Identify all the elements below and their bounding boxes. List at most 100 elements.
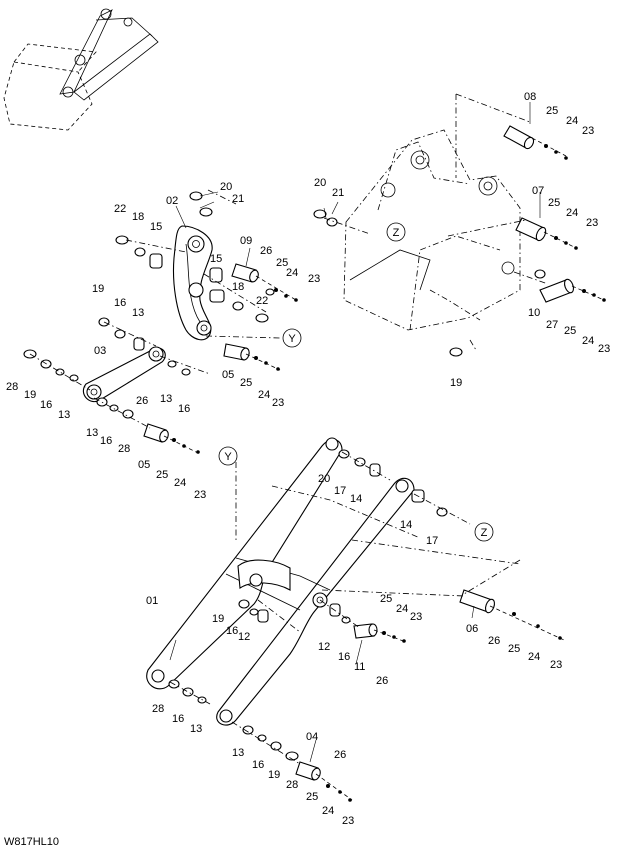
callout-16: 16: [226, 625, 238, 637]
callout-24: 24: [258, 389, 270, 401]
callout-10: 10: [528, 307, 540, 319]
callout-24: 24: [566, 207, 578, 219]
callout-11: 11: [354, 661, 365, 673]
callout-19: 19: [92, 283, 104, 295]
pin-08: [503, 125, 535, 150]
callout-15: 15: [150, 221, 162, 233]
callout-25: 25: [276, 257, 288, 269]
callout-25: 25: [156, 469, 168, 481]
pin-09: [231, 263, 259, 283]
pin-07: [515, 217, 547, 242]
callout-23: 23: [342, 815, 354, 827]
callout-25: 25: [548, 197, 560, 209]
callout-18: 18: [132, 211, 144, 223]
callout-05: 05: [222, 369, 234, 381]
callout-26: 26: [334, 749, 346, 761]
callout-24: 24: [528, 651, 540, 663]
callout-01: 01: [146, 595, 158, 607]
callout-19: 19: [450, 377, 462, 389]
callout-23: 23: [410, 611, 422, 623]
pin-11: [353, 623, 378, 639]
callout-28: 28: [118, 443, 130, 455]
callout-23: 23: [308, 273, 320, 285]
callout-17: 17: [426, 535, 438, 547]
callout-08: 08: [524, 91, 536, 103]
leader-lines: [169, 102, 541, 763]
callout-12: 12: [238, 631, 250, 643]
svg-text:Y: Y: [288, 333, 296, 345]
callout-06: 06: [466, 623, 478, 635]
callout-17: 17: [334, 485, 346, 497]
callout-25: 25: [546, 105, 558, 117]
callout-13: 13: [58, 409, 70, 421]
bell-crank: [173, 225, 213, 341]
callout-25: 25: [240, 377, 252, 389]
pin-04: [295, 761, 321, 781]
callout-24: 24: [174, 477, 186, 489]
drawing-code: W817HL10: [4, 836, 60, 848]
ref-z-frame: Z: [386, 222, 406, 242]
callout-24: 24: [396, 603, 408, 615]
ref-z-boom: Z: [474, 522, 494, 542]
callout-20: 20: [314, 177, 326, 189]
callout-22: 22: [256, 295, 268, 307]
callout-13: 13: [86, 427, 98, 439]
callout-24: 24: [582, 335, 594, 347]
svg-text:Z: Z: [393, 227, 400, 239]
link-bar: [82, 346, 166, 402]
callout-05: 05: [138, 459, 150, 471]
callout-15: 15: [210, 253, 222, 265]
callout-26: 26: [260, 245, 272, 257]
callout-19: 19: [268, 769, 280, 781]
callout-24: 24: [286, 267, 298, 279]
callout-23: 23: [194, 489, 206, 501]
callout-03: 03: [94, 345, 106, 357]
callout-14: 14: [400, 519, 412, 531]
callout-24: 24: [322, 805, 334, 817]
callout-18: 18: [232, 281, 244, 293]
callout-16: 16: [100, 435, 112, 447]
callout-16: 16: [338, 651, 350, 663]
callout-19: 19: [24, 389, 36, 401]
loader-thumbnail: [3, 8, 159, 131]
bolt-nut-sets: [163, 137, 606, 802]
callout-16: 16: [114, 297, 126, 309]
callout-13: 13: [132, 307, 144, 319]
ref-y-lower: Y: [218, 446, 238, 466]
pin-10: [539, 278, 575, 303]
callout-24: 24: [566, 115, 578, 127]
front-frame: [343, 129, 521, 331]
callout-25: 25: [564, 325, 576, 337]
callout-21: 21: [232, 193, 244, 205]
pin-05-upper: [223, 343, 250, 361]
svg-text:Z: Z: [481, 527, 488, 539]
boom: [146, 437, 415, 726]
callout-16: 16: [178, 403, 190, 415]
washers-and-bushings: [23, 191, 546, 761]
callout-13: 13: [232, 747, 244, 759]
callout-13: 13: [190, 723, 202, 735]
callout-23: 23: [272, 397, 284, 409]
assembly-centerlines: [29, 93, 549, 765]
pin-05-lower: [143, 423, 169, 443]
ref-y-upper: Y: [282, 328, 302, 348]
svg-text:Y: Y: [224, 451, 232, 463]
callout-26: 26: [488, 635, 500, 647]
callout-16: 16: [40, 399, 52, 411]
callout-23: 23: [586, 217, 598, 229]
callout-27: 27: [546, 319, 558, 331]
callout-25: 25: [508, 643, 520, 655]
callout-23: 23: [550, 659, 562, 671]
callout-14: 14: [350, 493, 362, 505]
callout-19: 19: [212, 613, 224, 625]
callout-13: 13: [160, 393, 172, 405]
callout-20: 20: [318, 473, 330, 485]
callout-23: 23: [582, 125, 594, 137]
callout-20: 20: [220, 181, 232, 193]
callout-07: 07: [532, 185, 544, 197]
callout-26: 26: [136, 395, 148, 407]
callout-02: 02: [166, 195, 178, 207]
callout-28: 28: [152, 703, 164, 715]
callout-26: 26: [376, 675, 388, 687]
